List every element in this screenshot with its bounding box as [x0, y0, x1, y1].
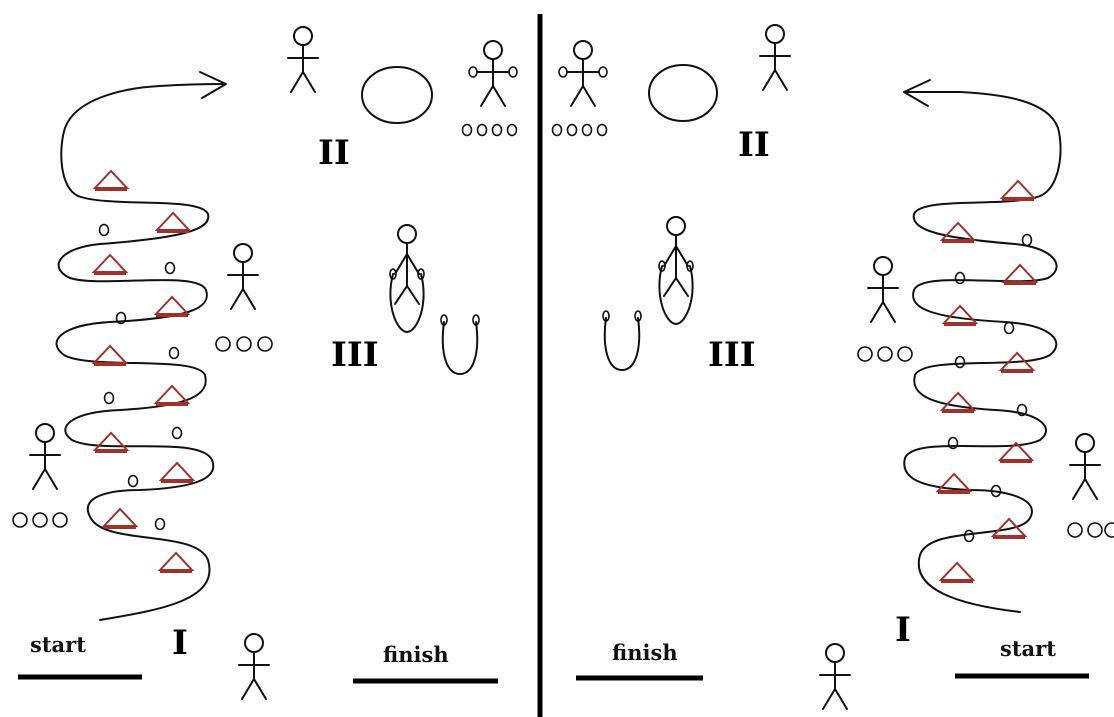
cone-icon	[160, 553, 192, 572]
cone-icon	[938, 474, 970, 493]
cone-icon	[104, 509, 136, 528]
cone-icon	[94, 255, 126, 274]
hoop-icon	[362, 67, 432, 123]
cone-icon	[156, 297, 188, 316]
cone-icon	[1004, 265, 1036, 284]
cone-icon	[95, 433, 127, 452]
ball-row-icon	[463, 125, 517, 136]
cone-icon	[942, 393, 974, 412]
stick-figure-icon	[239, 634, 269, 699]
start-label: start	[1000, 636, 1056, 661]
station-label-three: III	[708, 335, 756, 375]
stick-figure-with-balls-icon	[469, 41, 517, 106]
ball-icon	[100, 225, 109, 236]
jump-rope-figure-icon	[659, 217, 693, 324]
stick-figure-icon	[760, 25, 790, 90]
right-course: II III I finish start	[553, 25, 1114, 709]
cone-icon	[156, 386, 188, 405]
cone-icon	[942, 223, 974, 242]
cone-icon	[161, 463, 193, 482]
station-label-one: I	[172, 623, 188, 663]
ball-icon	[156, 519, 165, 530]
ball-icon	[105, 393, 114, 404]
ball-icon	[956, 273, 965, 284]
left-winding-path-icon	[56, 84, 225, 620]
finish-label: finish	[612, 640, 678, 665]
stick-figure-icon	[288, 27, 318, 92]
station-label-two: II	[318, 133, 350, 173]
ball-group-icon	[1068, 523, 1114, 537]
ball-icon	[129, 476, 138, 487]
stick-figure-icon	[868, 257, 898, 322]
ball-group-icon	[216, 337, 272, 351]
ball-icon	[1023, 235, 1032, 246]
ball-group-icon	[858, 347, 912, 361]
left-course: II III I start finish	[13, 27, 517, 699]
station-label-two: II	[738, 125, 770, 165]
start-label: start	[30, 632, 86, 657]
ball-row-icon	[553, 125, 607, 136]
hoop-icon	[649, 65, 717, 121]
stick-figure-with-balls-icon	[559, 41, 607, 106]
ball-icon	[170, 348, 179, 359]
stick-figure-icon	[1070, 434, 1100, 499]
station-label-three: III	[331, 335, 379, 375]
stick-figure-icon	[30, 424, 60, 489]
stick-figure-icon	[820, 644, 850, 709]
station-label-one: I	[895, 610, 911, 650]
jump-rope-figure-icon	[390, 225, 424, 332]
ball-icon	[173, 428, 182, 439]
finish-label: finish	[383, 642, 449, 667]
jump-rope-icon	[441, 315, 479, 374]
cone-icon	[157, 213, 189, 232]
ball-icon	[166, 263, 175, 274]
cone-icon	[94, 346, 126, 365]
jump-rope-icon	[603, 311, 641, 370]
ball-group-icon	[13, 513, 67, 527]
cone-icon	[941, 563, 973, 582]
stick-figure-icon	[228, 244, 258, 309]
cone-icon	[1002, 181, 1034, 200]
ball-icon	[956, 357, 965, 368]
cone-icon	[95, 171, 127, 190]
ball-icon	[1005, 323, 1014, 334]
right-winding-path-icon	[904, 92, 1060, 612]
ball-icon	[965, 531, 974, 542]
